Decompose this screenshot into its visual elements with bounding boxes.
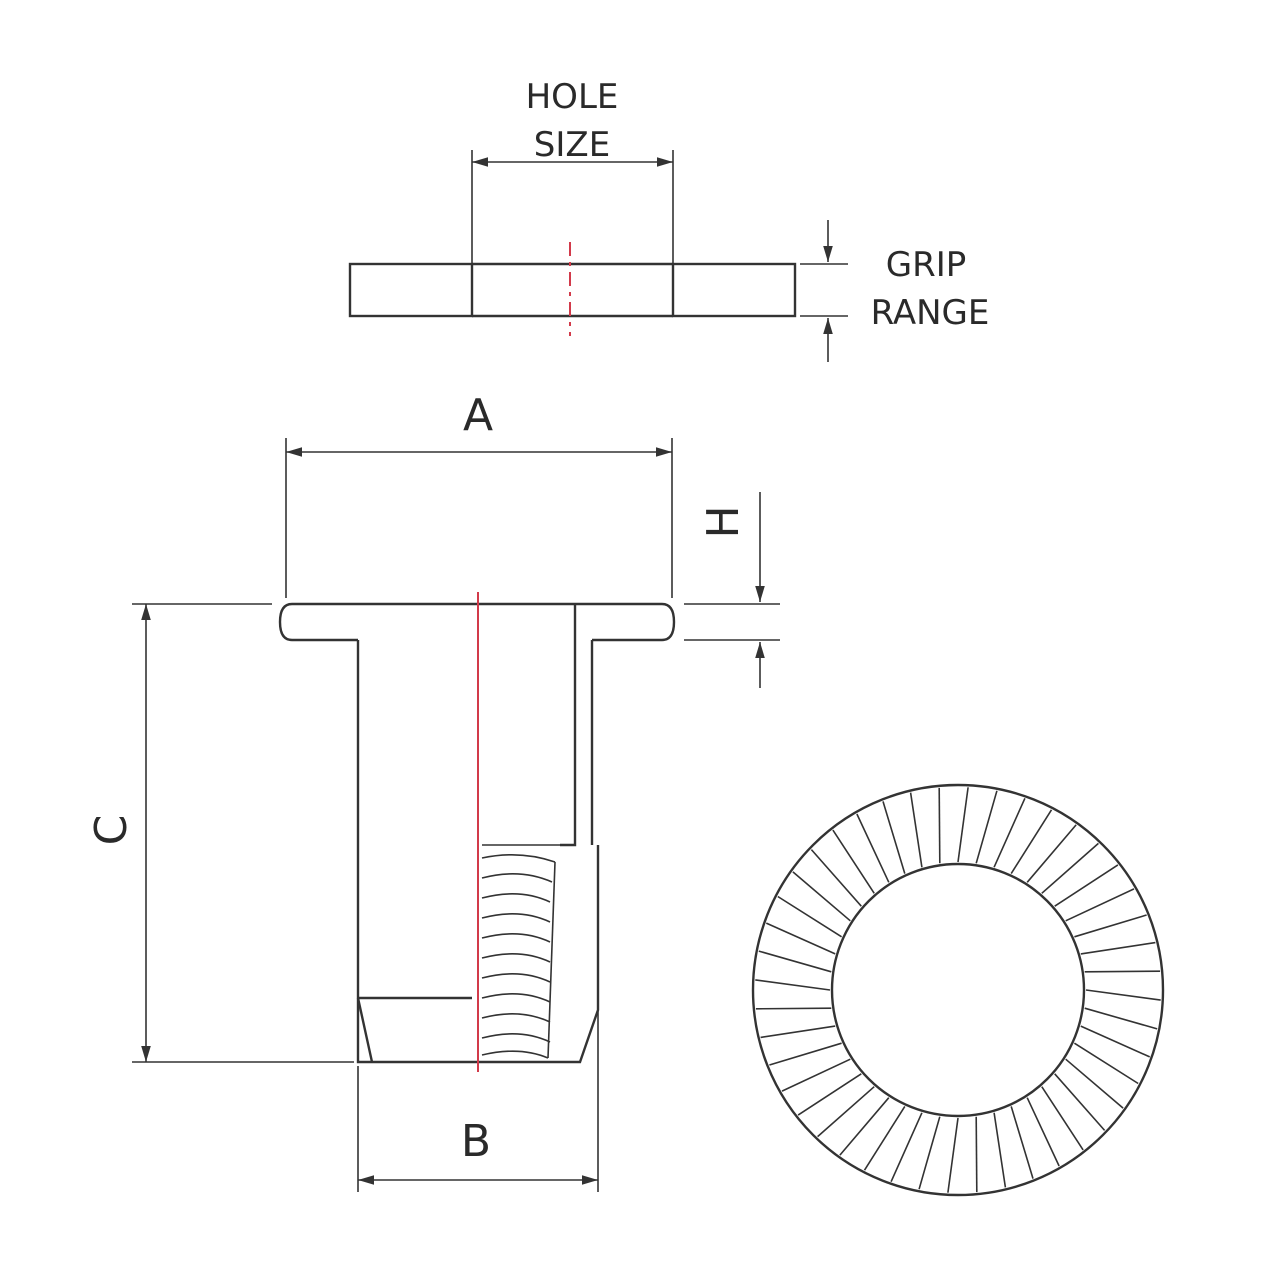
knurl-line [817,1086,875,1138]
knurl-line [839,1097,890,1156]
hole-size-label-line2: SIZE [534,125,610,165]
dimension-h: H [684,492,780,688]
knurl-line [918,1116,941,1190]
knurl-line [755,1007,832,1010]
knurl-line [1026,824,1077,883]
knurl-line [810,849,862,907]
knurl-line [755,979,831,991]
knurl-line [957,787,969,863]
knurl-line [890,1112,923,1183]
knurl-line [975,790,998,864]
grip-range-label-line1: GRIP [886,245,967,285]
knurl-line [1073,1042,1139,1085]
knurl-line [758,950,832,973]
dim-c-label: C [86,815,137,846]
knurl-line [1065,888,1135,922]
knurl-line [769,1042,842,1066]
knurl-line [1065,1058,1124,1109]
knurl-line [938,787,941,864]
knurl-line [993,1112,1007,1188]
knurl-line [1080,941,1156,955]
knurl-line [777,895,843,938]
dim-h-label: H [698,505,749,538]
knurl-line [792,871,851,922]
knurl-line [1054,1073,1106,1131]
knurl-line [1010,809,1053,875]
grip-range-label-line2: RANGE [871,293,990,333]
knurl-line [1010,1106,1034,1179]
knurl-line [856,813,890,883]
knurl-line [1084,1007,1158,1030]
grip-range-dimension: GRIP RANGE [800,220,989,362]
knurl-line [781,1058,851,1092]
knurled-end-view [751,783,1165,1197]
knurl-line [947,1117,959,1193]
knurl-line [1054,864,1119,907]
knurl-line [1041,1086,1084,1151]
knurl-line [1026,1097,1060,1167]
knurl-line [797,1073,862,1116]
plate-section [348,242,797,336]
knurl-line [1085,989,1161,1001]
knurl-line [909,792,923,868]
dim-b-label: B [461,1116,491,1167]
knurl-line [765,922,836,955]
hole-size-label-line1: HOLE [526,77,619,117]
knurl-line [993,797,1026,868]
knurl-line [832,829,875,894]
thread [481,844,560,1059]
knurl-line [1084,970,1161,973]
knurl-line [1074,914,1147,938]
dimension-c: C [86,603,354,1063]
knurl-line [863,1105,906,1171]
dim-a-label: A [463,390,493,441]
knurl-line [760,1025,836,1039]
hole-size-dimension: HOLE SIZE [471,77,674,264]
dimension-a: A [285,390,673,598]
knurl-line [1080,1025,1151,1058]
knurl-line [975,1116,978,1193]
knurl-line [882,801,906,874]
rivet-nut-side-view [278,592,676,1072]
knurl-line [1041,842,1099,894]
dimension-b: B [357,1010,599,1192]
